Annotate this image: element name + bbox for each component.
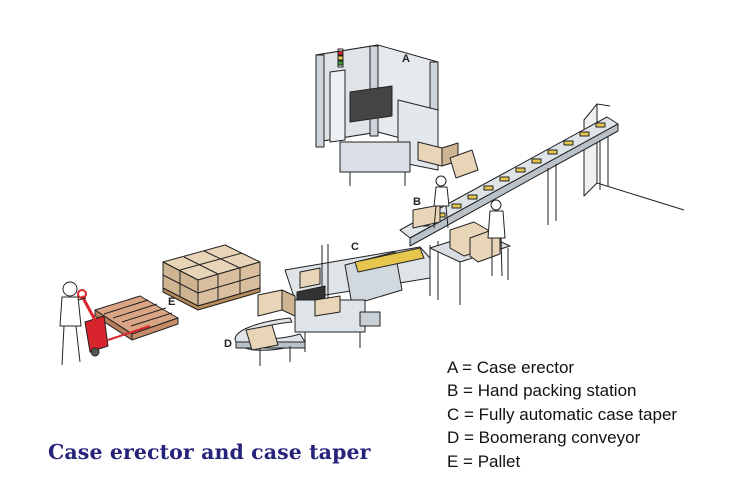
stacked-cases-pallet xyxy=(162,244,261,311)
case-erector-machine xyxy=(315,44,479,186)
legend-item-b: B = Hand packing station xyxy=(447,381,637,401)
legend-item-d: D = Boomerang conveyor xyxy=(447,428,641,448)
legend-item-c: C = Fully automatic case taper xyxy=(447,404,678,424)
empty-pallet xyxy=(94,295,179,341)
boomerang-conveyor xyxy=(234,317,306,366)
legend-item-a: A = Case erector xyxy=(447,358,575,377)
diagram-caption: Case erector and case taper xyxy=(48,440,371,464)
callout-b: B xyxy=(413,196,421,208)
case-taper-machine xyxy=(257,244,431,352)
callout-c: C xyxy=(351,241,359,253)
callout-a: A xyxy=(402,53,410,65)
room-wall xyxy=(583,103,685,211)
callout-e: E xyxy=(168,296,176,308)
pallet-jack xyxy=(77,289,151,357)
packing-worker xyxy=(433,175,506,277)
legend: A = Case erector B = Hand packing statio… xyxy=(447,356,677,473)
callout-d: D xyxy=(224,338,232,350)
legend-item-e: E = Pallet xyxy=(447,451,521,471)
pallet-operator xyxy=(59,281,87,366)
